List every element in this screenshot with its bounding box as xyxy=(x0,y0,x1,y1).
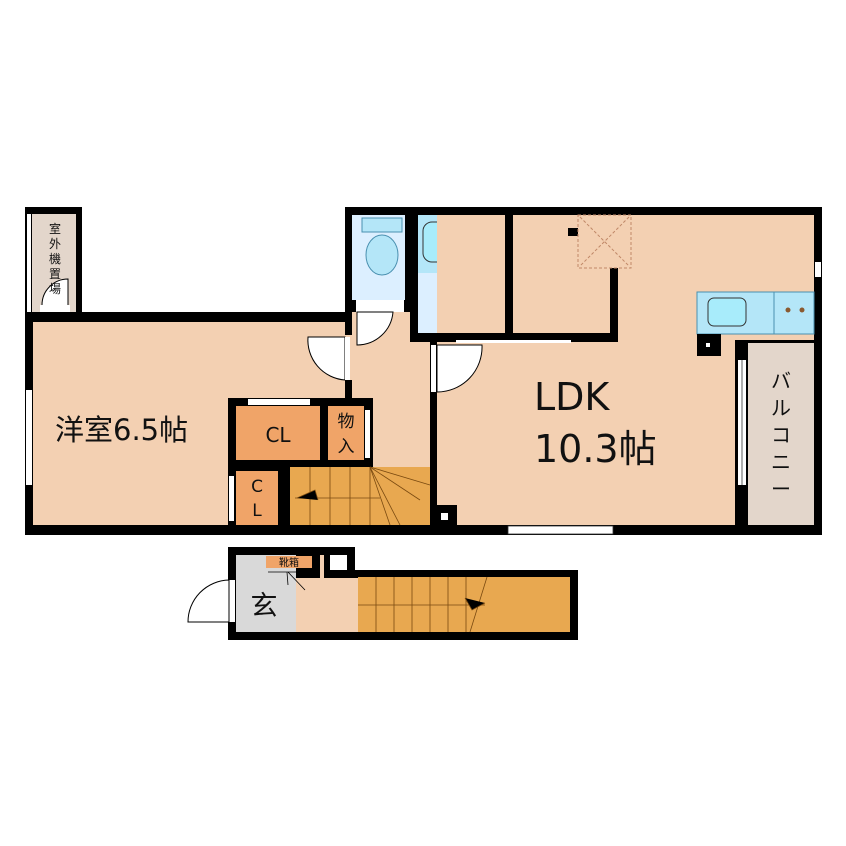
balcony-label-1: バ xyxy=(771,369,791,393)
shoe-box-label: 靴箱 xyxy=(279,556,299,569)
door-swing-icon xyxy=(41,278,69,306)
stairs-lower xyxy=(358,577,570,632)
western-room-label: 洋室6.5帖 xyxy=(55,413,188,447)
closet-label: CL xyxy=(265,423,291,447)
outdoor-unit-area: 室 外 機 置 場 xyxy=(25,207,82,322)
entrance-hall xyxy=(296,578,358,632)
window xyxy=(507,525,614,535)
door-swing-icon xyxy=(307,336,346,381)
shoe-box xyxy=(266,556,312,568)
small-closet xyxy=(236,471,278,525)
small-closet-label-1: C xyxy=(251,477,263,497)
door-swing-icon xyxy=(356,311,394,346)
entrance-door-icon xyxy=(187,579,230,623)
balcony-label-3: コ xyxy=(771,423,791,447)
balcony xyxy=(748,343,814,525)
ldk-size-label: 10.3帖 xyxy=(534,427,657,471)
outdoor-unit-label-1: 室 xyxy=(49,221,61,236)
small-closet-label-2: L xyxy=(252,501,262,521)
kitchen-sink-icon xyxy=(707,297,747,327)
ldk-label: LDK xyxy=(534,375,610,419)
storage-label-1: 物 xyxy=(338,412,355,432)
storage-closet xyxy=(328,406,364,460)
window xyxy=(26,390,32,485)
entrance-label: 玄 xyxy=(251,591,278,622)
storage-hatch xyxy=(577,214,632,269)
outdoor-unit-label-5: 場 xyxy=(49,282,61,296)
storage-label-2: 入 xyxy=(338,437,355,457)
outdoor-unit-label-4: 置 xyxy=(49,267,61,281)
balcony-label-5: ー xyxy=(771,477,791,501)
outdoor-unit-label-2: 外 xyxy=(49,237,61,251)
door-swing-icon xyxy=(436,344,483,393)
closet xyxy=(236,406,320,460)
outdoor-unit-label-3: 機 xyxy=(49,251,61,266)
ldk-room xyxy=(437,340,735,525)
stove-icon xyxy=(785,307,791,313)
balcony-label-2: ル xyxy=(771,396,791,420)
toilet-icon xyxy=(365,234,399,276)
balcony-label-4: ニ xyxy=(771,450,791,474)
